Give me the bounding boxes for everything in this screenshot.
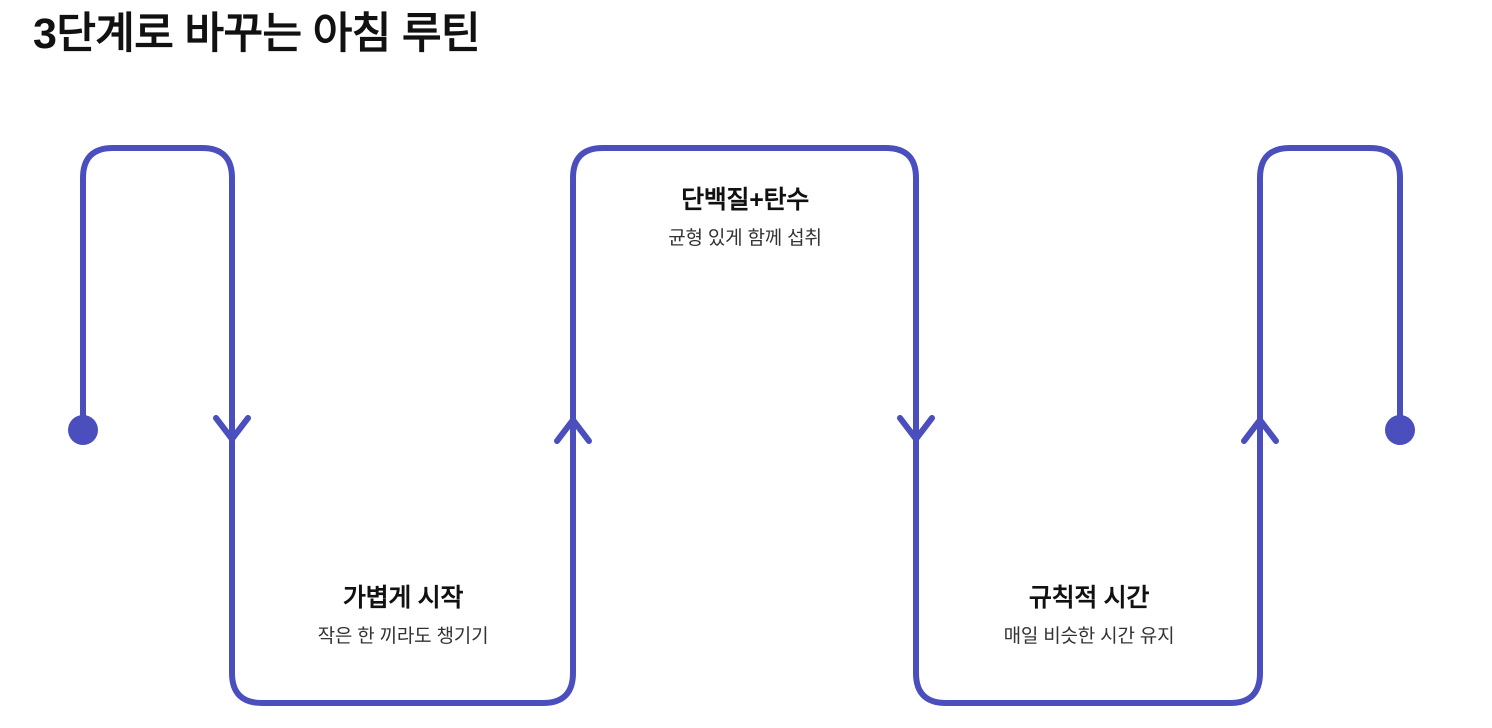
arrow-down-icon-2 (897, 415, 935, 442)
flow-path (80, 145, 1403, 706)
arrow-up-icon-2 (1241, 417, 1279, 444)
flow-start-dot (68, 415, 98, 445)
step-1-title: 가볍게 시작 (342, 584, 464, 612)
arrow-down-icon-1 (213, 415, 251, 442)
step-3-title: 규칙적 시간 (1028, 584, 1150, 612)
arrow-up-icon-1 (554, 417, 592, 444)
step-3-description: 매일 비슷한 시간 유지 (1003, 626, 1175, 648)
flow-end-dot (1385, 415, 1415, 445)
step-2-description: 균형 있게 함께 섭취 (668, 228, 822, 250)
step-2-label: 단백질+탄수 균형 있게 함께 섭취 (545, 185, 945, 252)
step-3-label: 규칙적 시간 매일 비슷한 시간 유지 (889, 583, 1289, 650)
step-1-description: 작은 한 끼라도 챙기기 (317, 626, 489, 648)
step-1-label: 가볍게 시작 작은 한 끼라도 챙기기 (203, 583, 603, 650)
page-title: 3단계로 바꾸는 아침 루틴 (33, 10, 481, 58)
step-2-title: 단백질+탄수 (681, 186, 809, 214)
